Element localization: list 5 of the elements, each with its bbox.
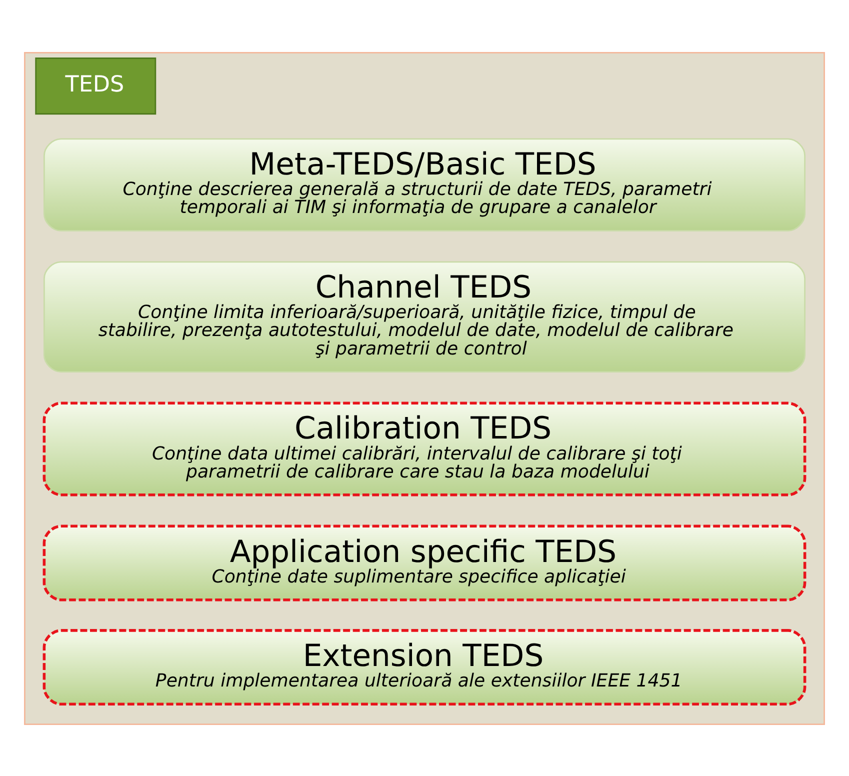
node-box: Meta-TEDS/Basic TEDS Conţine descrierea generală a structurii de date TEDS, parametri temporali ai TIM şi informaţia de grupare a canalelor <box>44 138 806 231</box>
node-box: Application specific TEDS Conţine date suplimentare specifice aplicaţiei <box>42 524 806 601</box>
node-box: Channel TEDS Conţine limita inferioară/superioară, unităţile fizice, timpul de stabilire, prezenţa autotestului, modelul de date, modelul de calibrare şi parametrii de control <box>44 260 806 372</box>
node-box: Extension TEDS Pentru implementarea ulterioară ale extensiilor IEEE 1451 <box>42 628 806 706</box>
node-box: Calibration TEDS Conţine data ultimei calibrări, intervalul de calibrare şi toţi parametrii de calibrare care stau la baza modelului <box>42 401 806 496</box>
